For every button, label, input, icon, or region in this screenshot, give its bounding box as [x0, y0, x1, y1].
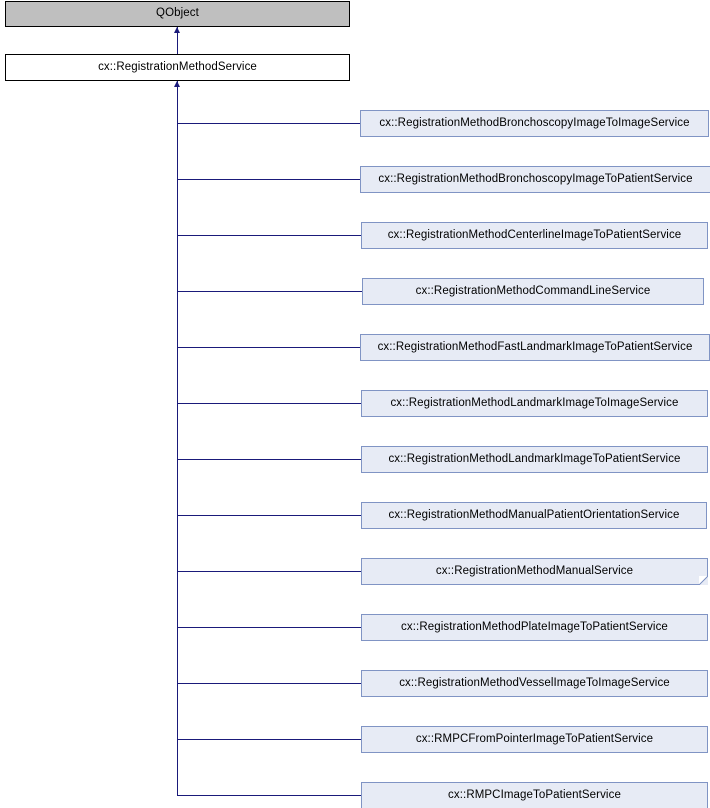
- class-node-label: cx::RegistrationMethodCenterlineImageToP…: [387, 228, 682, 241]
- class-node-label: cx::RegistrationMethodBronchoscopyImageT…: [379, 116, 690, 129]
- arrowhead-to-base: [174, 81, 180, 87]
- class-node-derived-2[interactable]: cx::RegistrationMethodCenterlineImageToP…: [361, 222, 708, 249]
- edge-connector-1: [177, 179, 360, 180]
- edge-qobject-to-base: [177, 27, 178, 54]
- edge-connector-7: [177, 515, 361, 516]
- class-node-derived-4[interactable]: cx::RegistrationMethodFastLandmarkImageT…: [360, 334, 710, 361]
- class-node-label: cx::RegistrationMethodFastLandmarkImageT…: [377, 340, 693, 353]
- class-node-label: cx::RegistrationMethodLandmarkImageToIma…: [390, 396, 679, 409]
- class-node-label: cx::RegistrationMethodPlateImageToPatien…: [401, 620, 668, 633]
- edge-connector-12: [177, 795, 361, 796]
- class-node-label: cx::RegistrationMethodCommandLineService: [415, 284, 651, 297]
- class-node-qobject[interactable]: QObject: [5, 1, 350, 27]
- class-node-label: cx::RegistrationMethodLandmarkImageToPat…: [388, 452, 681, 465]
- class-node-derived-12[interactable]: cx::RMPCImageToPatientService: [361, 782, 708, 808]
- edge-connector-10: [177, 683, 361, 684]
- class-node-label: cx::RMPCImageToPatientService: [448, 788, 621, 801]
- class-node-derived-7[interactable]: cx::RegistrationMethodManualPatientOrien…: [361, 502, 707, 529]
- class-node-label: QObject: [156, 7, 199, 20]
- class-node-derived-5[interactable]: cx::RegistrationMethodLandmarkImageToIma…: [361, 390, 708, 417]
- class-node-label: cx::RegistrationMethodService: [98, 60, 257, 73]
- arrowhead-to-qobject: [174, 27, 180, 33]
- class-node-label: cx::RegistrationMethodVesselImageToImage…: [399, 676, 670, 689]
- edge-connector-5: [177, 403, 361, 404]
- class-node-derived-9[interactable]: cx::RegistrationMethodPlateImageToPatien…: [361, 614, 708, 641]
- class-node-derived-10[interactable]: cx::RegistrationMethodVesselImageToImage…: [361, 670, 708, 697]
- class-node-label: cx::RegistrationMethodManualService: [435, 564, 634, 577]
- class-node-derived-3[interactable]: cx::RegistrationMethodCommandLineService: [362, 278, 704, 305]
- class-node-derived-1[interactable]: cx::RegistrationMethodBronchoscopyImageT…: [360, 166, 710, 193]
- class-node-label: cx::RegistrationMethodBronchoscopyImageT…: [378, 172, 693, 185]
- edge-connector-0: [177, 123, 360, 124]
- class-node-derived-8[interactable]: cx::RegistrationMethodManualService: [361, 558, 708, 585]
- edge-connector-8: [177, 571, 361, 572]
- edge-connector-3: [177, 291, 362, 292]
- edge-connector-2: [177, 235, 361, 236]
- class-node-derived-0[interactable]: cx::RegistrationMethodBronchoscopyImageT…: [360, 110, 709, 137]
- edge-connector-6: [177, 459, 361, 460]
- class-node-derived-11[interactable]: cx::RMPCFromPointerImageToPatientService: [361, 726, 708, 753]
- edge-trunk-vertical: [177, 81, 178, 795]
- class-node-registrationmethodservice[interactable]: cx::RegistrationMethodService: [5, 54, 350, 81]
- class-node-label: cx::RegistrationMethodManualPatientOrien…: [388, 508, 680, 521]
- edge-connector-4: [177, 347, 360, 348]
- edge-connector-11: [177, 739, 361, 740]
- edge-connector-9: [177, 627, 361, 628]
- class-node-label: cx::RMPCFromPointerImageToPatientService: [415, 732, 654, 745]
- class-node-derived-6[interactable]: cx::RegistrationMethodLandmarkImageToPat…: [361, 446, 708, 473]
